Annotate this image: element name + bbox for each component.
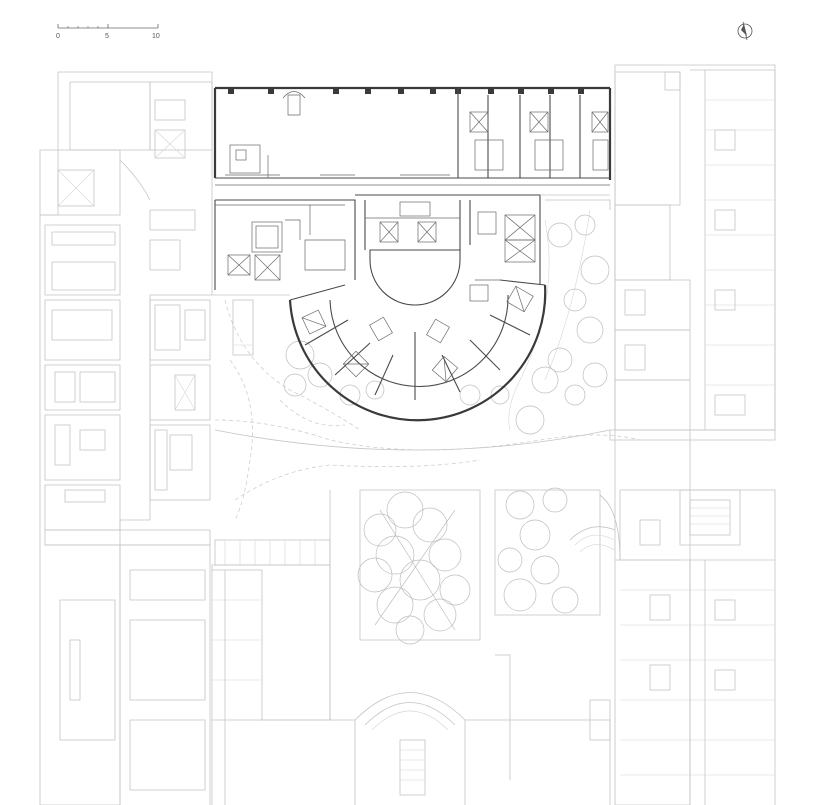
scale-label-0: 0 [56, 33, 60, 40]
corridor-lines [212, 194, 611, 296]
existing-east-wing [569, 64, 776, 805]
north-arrow-icon [737, 21, 753, 41]
scale-bar: 0 5 10 [56, 24, 160, 40]
existing-west-wing [39, 71, 213, 805]
new-curved-wing [288, 194, 547, 422]
scale-label-10: 10 [152, 33, 160, 40]
new-connector [214, 199, 356, 290]
existing-south-wing [211, 490, 611, 805]
scale-label-5: 5 [105, 33, 109, 40]
garden-paths [214, 209, 641, 641]
new-north-wing [213, 86, 612, 186]
garden-trees [232, 214, 610, 645]
